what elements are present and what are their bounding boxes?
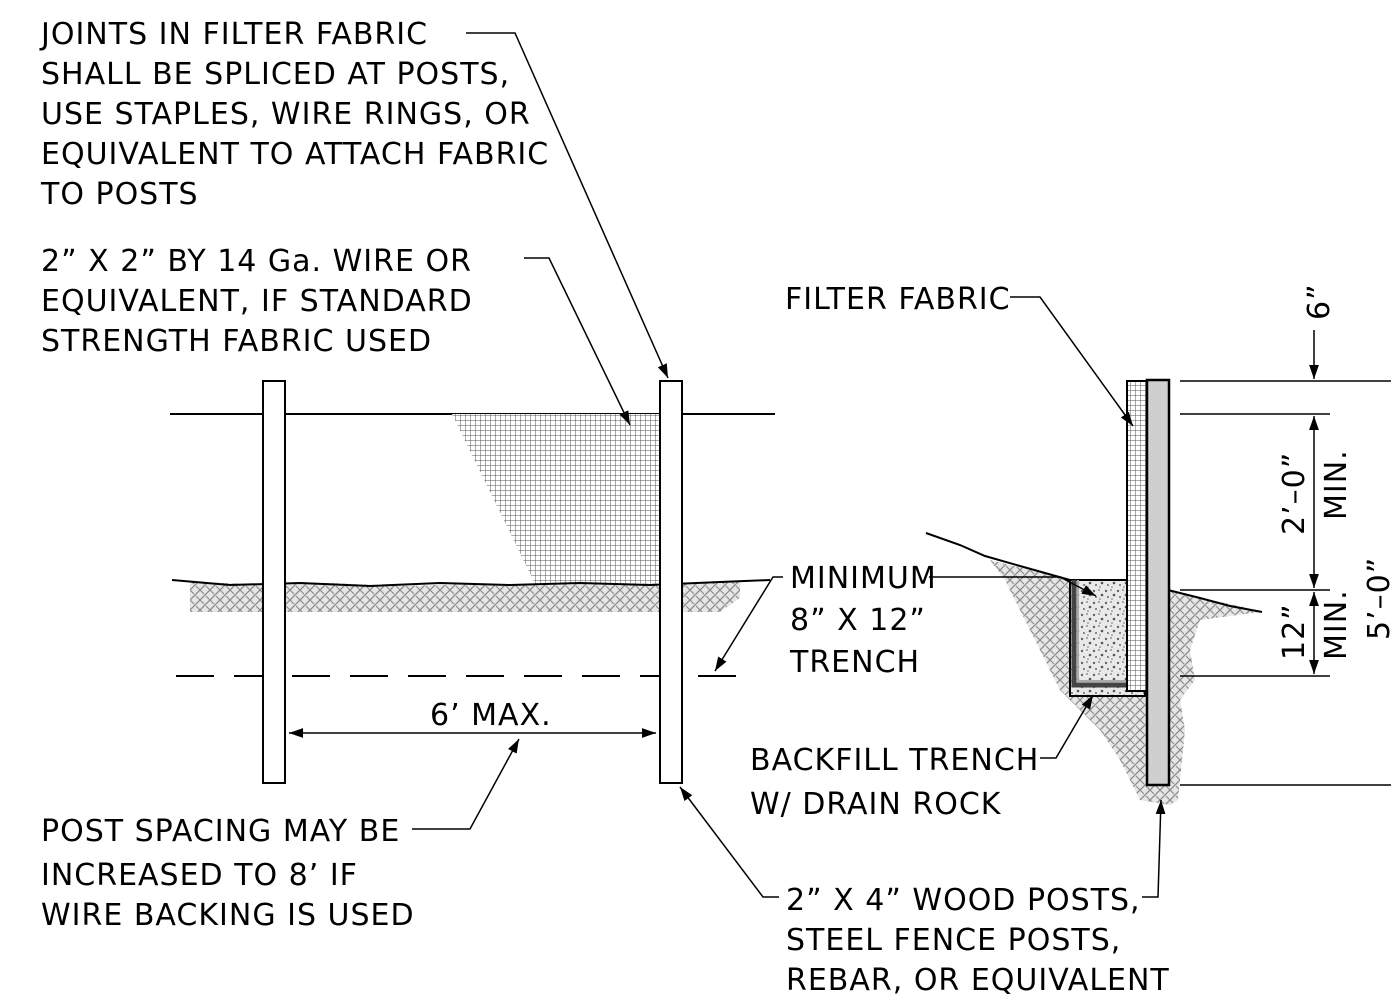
filter-fabric-label: FILTER FABRIC [785, 282, 1011, 317]
dim-top-label: 6” [1302, 283, 1337, 320]
joints-note-line-2: SHALL BE SPLICED AT POSTS, [41, 57, 510, 92]
post-right [659, 380, 683, 784]
leader-posts-section [1142, 799, 1166, 898]
downslope-soil-hatch [1168, 590, 1260, 620]
backfill-line-2: W/ DRAIN ROCK [750, 787, 1002, 822]
dim-trench-depth-label: 12” [1277, 603, 1312, 660]
minimum-trench-line-3: TRENCH [789, 645, 920, 680]
post-spacing-note: POST SPACING MAY BE INCREASED TO 8’ IF W… [41, 814, 415, 933]
backfill-note: BACKFILL TRENCH W/ DRAIN ROCK [750, 743, 1039, 822]
elevation-view [170, 380, 775, 784]
wire-note: 2” X 2” BY 14 Ga. WIRE OR EQUIVALENT, IF… [41, 244, 473, 359]
dim-fabric-height-label: 2’–0” [1277, 452, 1312, 535]
dimension-labels: 6” 2’–0” MIN. 12” MIN. 5’–0” [1277, 283, 1391, 660]
dim-trench-depth-min-label: MIN. [1319, 589, 1354, 660]
fabric-in-trench-inner [1077, 580, 1136, 682]
leader-filter-fabric [1010, 296, 1134, 427]
joints-note-line-1: JOINTS IN FILTER FABRIC [39, 17, 428, 52]
leader-post-spacing [412, 738, 520, 830]
leader-minimum-trench-section [929, 576, 1097, 597]
dim-total-label: 5’–0” [1362, 557, 1391, 640]
posts-note-line-2: STEEL FENCE POSTS, [786, 923, 1121, 958]
joints-note-line-4: EQUIVALENT TO ATTACH FABRIC [41, 137, 549, 172]
joints-note-line-3: USE STAPLES, WIRE RINGS, OR [41, 97, 531, 132]
wire-note-line-1: 2” X 2” BY 14 Ga. WIRE OR [41, 244, 472, 279]
filter-fabric-mesh [452, 414, 660, 584]
wire-note-line-2: EQUIVALENT, IF STANDARD [41, 284, 473, 319]
post-spacing-line-2: INCREASED TO 8’ IF [41, 858, 358, 893]
dim-fabric-height-min-label: MIN. [1319, 449, 1354, 520]
joints-note: JOINTS IN FILTER FABRIC SHALL BE SPLICED… [39, 17, 549, 212]
leader-joints [466, 32, 669, 379]
post-section [1145, 378, 1171, 787]
post-spacing-line-1: POST SPACING MAY BE [41, 814, 400, 849]
leader-backfill [1040, 694, 1094, 759]
leader-minimum-trench-elevation [714, 576, 783, 672]
backfill-line-1: BACKFILL TRENCH [750, 743, 1039, 778]
spacing-dimension-label: 6’ MAX. [430, 698, 552, 733]
minimum-trench-line-1: MINIMUM [790, 561, 937, 596]
wire-note-line-3: STRENGTH FABRIC USED [41, 324, 432, 359]
minimum-trench-note: MINIMUM 8” X 12” TRENCH [789, 561, 937, 680]
leader-wire [524, 257, 631, 426]
posts-note-line-1: 2” X 4” WOOD POSTS, [786, 883, 1141, 918]
posts-note: 2” X 4” WOOD POSTS, STEEL FENCE POSTS, R… [786, 883, 1170, 998]
filter-fabric-section [1126, 380, 1148, 692]
posts-note-line-3: REBAR, OR EQUIVALENT [786, 963, 1170, 998]
section-ground-line-left [925, 532, 1071, 581]
post-spacing-line-3: WIRE BACKING IS USED [41, 898, 415, 933]
leader-posts-elevation [679, 786, 779, 898]
leader-lines [412, 32, 1166, 898]
ground-hatch [190, 581, 740, 612]
joints-note-line-5: TO POSTS [40, 177, 199, 212]
section-ground-line-right [1167, 589, 1263, 613]
post-left [262, 380, 286, 784]
minimum-trench-line-2: 8” X 12” [790, 603, 926, 638]
section-view [925, 330, 1391, 805]
